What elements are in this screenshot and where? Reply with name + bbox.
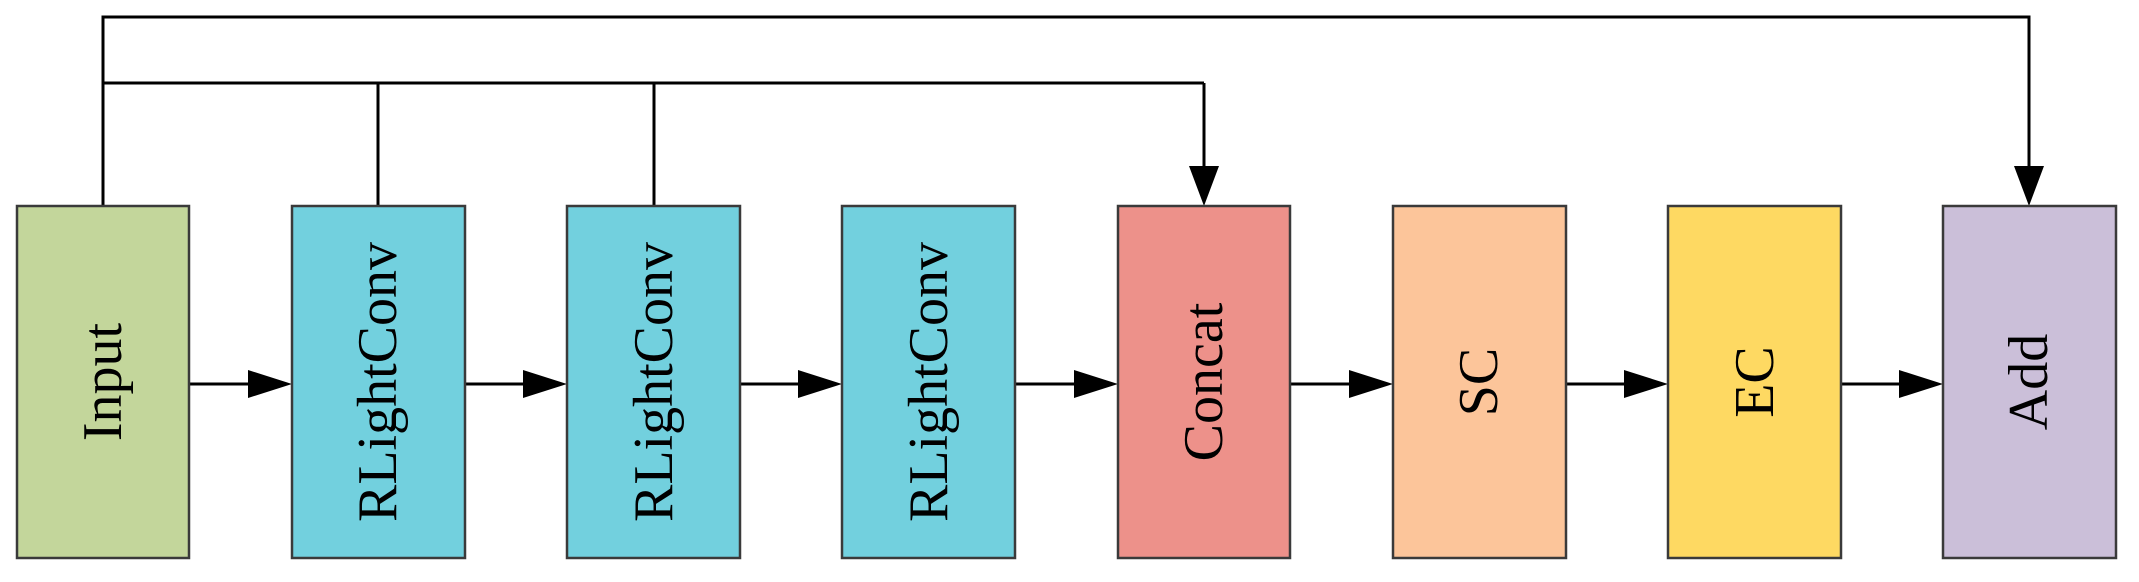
block-rlightconv-2: RLightConv <box>565 204 742 560</box>
block-rlightconv-1-label: RLightConv <box>347 242 409 522</box>
block-rlightconv-3-rect <box>840 204 1017 560</box>
forward-arrow-concat-to-sc <box>1291 370 1393 398</box>
forward-arrow-input-to-rlightconv-1 <box>190 370 292 398</box>
skip-connection-input-to-add <box>101 15 2044 206</box>
block-input: Input <box>15 204 191 560</box>
block-sc-label: SC <box>1448 348 1510 417</box>
block-rlightconv-3: RLightConv <box>840 204 1017 560</box>
block-add-label: Add <box>1998 334 2060 430</box>
forward-arrow-rlightconv-2-to-rlightconv-3 <box>741 370 842 398</box>
block-concat-rect <box>1116 204 1292 560</box>
block-rlightconv-1-rect <box>290 204 467 560</box>
block-rlightconv-3-label: RLightConv <box>898 242 960 522</box>
forward-arrow-sc-to-ec <box>1567 370 1668 398</box>
skip-connection-to-concat <box>103 81 1219 206</box>
block-rlightconv-2-label: RLightConv <box>623 242 685 522</box>
block-concat: Concat <box>1116 204 1292 560</box>
block-rlightconv-1: RLightConv <box>290 204 467 560</box>
forward-arrow-rlightconv-3-to-concat <box>1016 370 1118 398</box>
block-input-label: Input <box>72 322 134 441</box>
block-add-rect <box>1941 204 2118 560</box>
block-add: Add <box>1941 204 2118 560</box>
block-ec-rect <box>1666 204 1843 560</box>
block-concat-label: Concat <box>1173 302 1235 461</box>
forward-arrow-rlightconv-1-to-rlightconv-2 <box>466 370 567 398</box>
block-ec: EC <box>1666 204 1843 560</box>
block-ec-label: EC <box>1724 346 1786 418</box>
block-sc-rect <box>1391 204 1568 560</box>
block-input-rect <box>15 204 191 560</box>
forward-arrow-ec-to-add <box>1842 370 1943 398</box>
block-sc: SC <box>1391 204 1568 560</box>
block-rlightconv-2-rect <box>565 204 742 560</box>
